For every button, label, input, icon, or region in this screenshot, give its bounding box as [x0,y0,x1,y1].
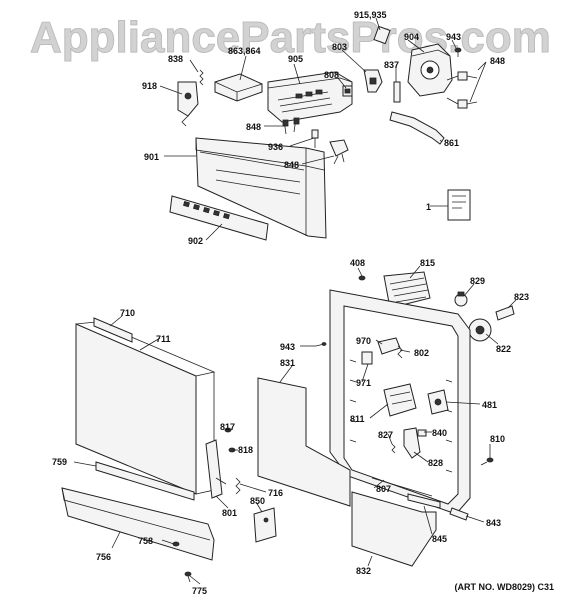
label-710: 710 [120,308,135,318]
watermark-text: AppliancePartsPros.com [30,13,551,62]
part-863-864-bracket[interactable] [214,73,263,102]
part-710-trim[interactable] [93,317,133,343]
part-810-screw[interactable] [480,457,494,466]
label-918: 918 [142,81,157,91]
label-756: 756 [96,552,111,562]
part-848-connectors-top[interactable] [446,71,478,109]
part-815-vent[interactable] [383,271,431,309]
label-759: 759 [52,457,67,467]
label-810: 810 [490,434,505,444]
label-1: 1 [426,202,431,212]
part-936-clip[interactable] [311,129,319,148]
part-775-screw[interactable] [184,571,192,583]
part-829-knob[interactable] [454,291,468,307]
label-971: 971 [356,378,371,388]
part-831-insulation[interactable] [257,377,351,507]
label-850: 850 [250,496,265,506]
label-845: 845 [432,534,447,544]
part-811-dispenser[interactable] [383,383,417,417]
label-936: 936 [268,142,283,152]
callout-labels: 838 863,864 905 803 915,935 904 943 918 … [52,10,529,596]
part-481-wax-motor[interactable] [427,389,449,415]
part-904-timer[interactable] [407,43,453,97]
part-828-lever[interactable] [403,427,421,459]
label-758: 758 [138,536,153,546]
label-827: 827 [378,430,393,440]
label-970: 970 [356,336,371,346]
label-802: 802 [414,348,429,358]
part-848-connector-lower[interactable] [329,139,349,165]
part-823-latch[interactable] [495,305,515,321]
part-901-control-panel[interactable] [195,137,327,239]
label-832: 832 [356,566,371,576]
label-811: 811 [350,414,365,424]
label-831: 831 [280,358,295,368]
label-801: 801 [222,508,237,518]
part-902-membrane[interactable] [169,195,269,241]
part-832-insulation[interactable] [351,491,437,567]
part-905-control-board[interactable] [267,71,353,123]
part-837-post[interactable] [393,81,401,103]
part-918-bracket[interactable] [177,81,199,127]
label-863-864: 863,864 [228,46,261,56]
part-843-seal[interactable] [449,507,469,521]
part-716-spring[interactable] [235,477,241,495]
label-843: 843 [486,518,501,528]
label-840: 840 [432,428,447,438]
label-848-top: 848 [490,56,505,66]
part-822-rotor[interactable] [468,318,492,342]
part-802-spring[interactable] [397,345,403,359]
label-861: 861 [444,138,459,148]
label-711: 711 [156,334,171,344]
label-829: 829 [470,276,485,286]
label-716: 716 [268,488,283,498]
part-1-manual[interactable] [447,189,471,221]
label-815: 815 [420,258,435,268]
label-837: 837 [384,60,399,70]
label-901: 901 [144,152,159,162]
part-943-screw-top[interactable] [454,47,462,57]
label-818: 818 [238,445,253,455]
part-801-hinge-bracket[interactable] [205,439,227,499]
label-848-mid: 848 [246,122,261,132]
label-902: 902 [188,236,203,246]
part-408-screw[interactable] [358,275,366,281]
part-850-cover[interactable] [253,507,277,543]
part-827-spring[interactable] [391,443,396,454]
label-775: 775 [192,586,207,596]
label-408: 408 [350,258,365,268]
label-817: 817 [220,422,235,432]
label-905: 905 [288,54,303,64]
part-861-tube[interactable] [389,111,445,145]
label-943-left: 943 [280,342,295,352]
label-481: 481 [482,400,497,410]
label-904: 904 [404,32,419,42]
part-759-panel[interactable] [95,461,195,501]
label-848-low: 848 [284,160,299,170]
part-840-cap[interactable] [417,429,427,437]
label-822: 822 [496,344,511,354]
part-838-spring[interactable] [199,69,204,86]
label-823: 823 [514,292,529,302]
label-807: 807 [376,484,391,494]
label-915-935: 915,935 [354,10,387,20]
part-845-bracket[interactable] [407,493,441,509]
label-838: 838 [168,54,183,64]
label-808: 808 [324,70,339,80]
label-943-top: 943 [446,32,461,42]
part-971-actuator[interactable] [361,351,373,365]
leader-lines [73,17,517,585]
label-828: 828 [428,458,443,468]
label-803: 803 [332,42,347,52]
part-915-935-gasket[interactable] [373,25,391,45]
art-number: (ART NO. WD8029) C31 [454,582,554,592]
part-803-switch[interactable] [363,69,383,93]
part-943-screw-left[interactable] [315,342,327,347]
part-808-terminal[interactable] [342,85,353,97]
part-807-strip[interactable] [371,477,433,497]
